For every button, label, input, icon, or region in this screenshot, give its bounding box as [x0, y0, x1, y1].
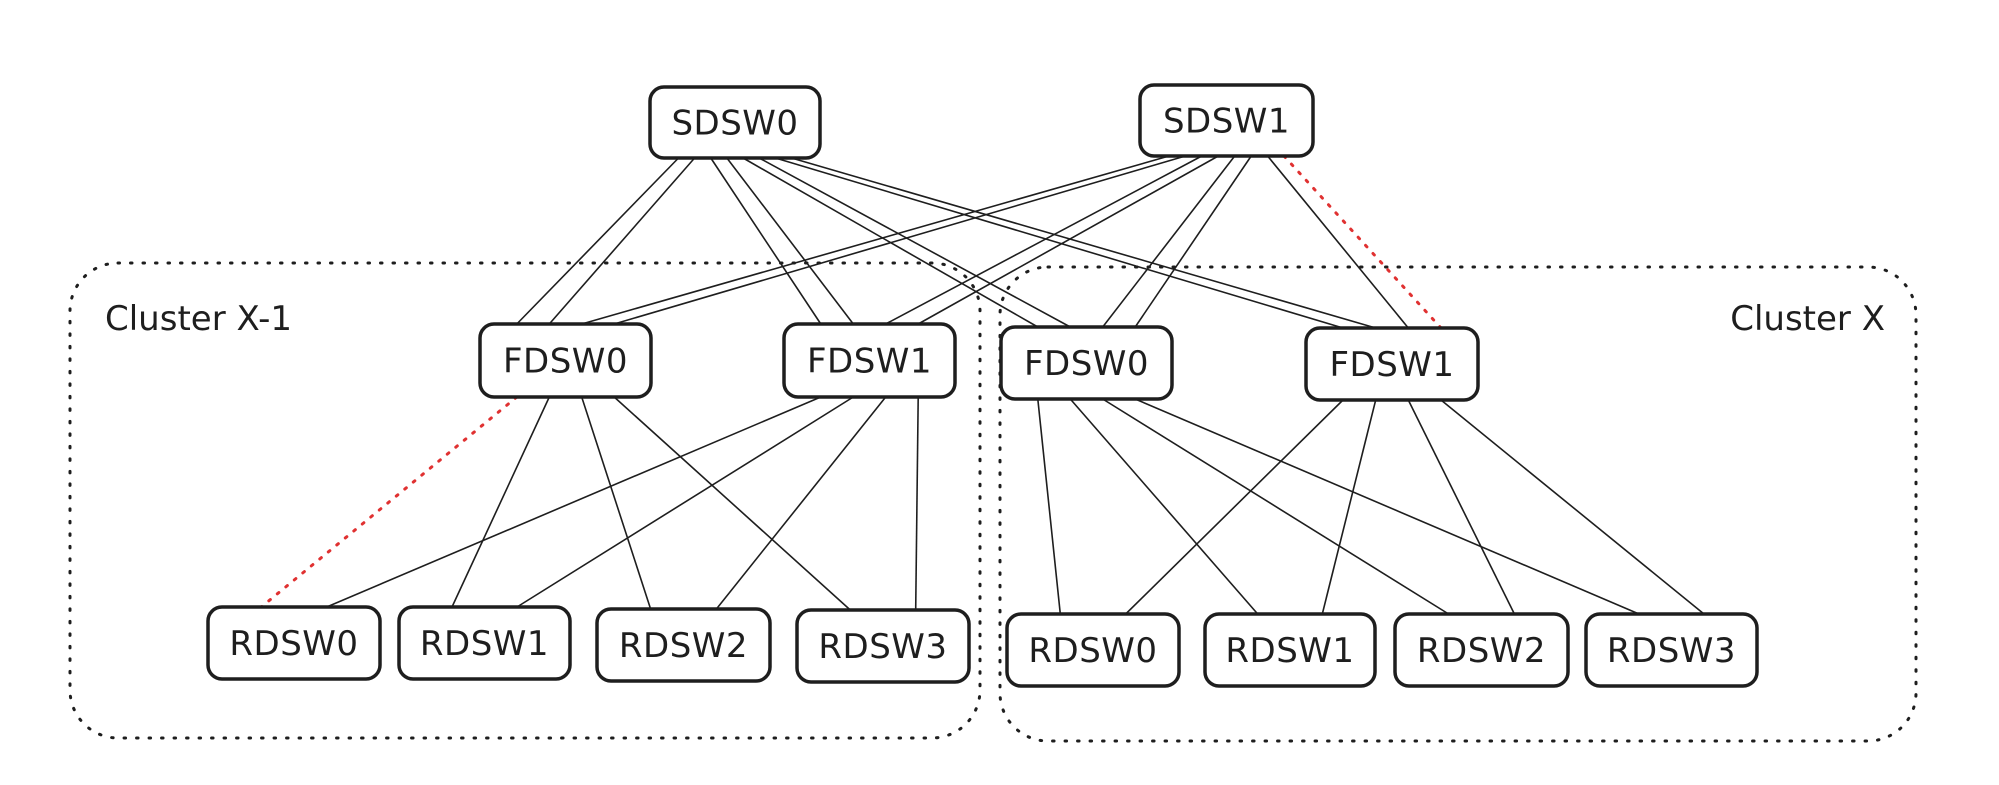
node-box: [1138, 83, 1315, 158]
link: [715, 396, 887, 610]
node-box: [478, 322, 653, 399]
node-box: [1005, 612, 1181, 688]
link: [1134, 155, 1252, 328]
link: [1134, 398, 1640, 615]
cluster-label: Cluster X-1: [105, 299, 292, 339]
link: [917, 155, 1219, 325]
link: [775, 157, 1344, 329]
node-rdsw0[interactable]: RDSW0: [206, 605, 382, 681]
node-box: [1304, 326, 1480, 402]
node-sdsw1[interactable]: SDSW1: [1138, 83, 1315, 158]
link: [613, 155, 1186, 325]
node-box: [782, 322, 957, 399]
node-box: [206, 605, 382, 681]
node-rdsw2[interactable]: RDSW2: [595, 607, 772, 683]
link: [1069, 398, 1259, 615]
node-box: [1393, 612, 1570, 688]
node-label: RDSW0: [1028, 631, 1157, 671]
cluster-x-minus-1: Cluster X-1: [68, 261, 982, 740]
node-rdsw2[interactable]: RDSW2: [1393, 612, 1570, 688]
node-fdsw0[interactable]: FDSW0: [999, 325, 1174, 401]
node-label: RDSW3: [818, 627, 947, 667]
link: [914, 396, 919, 611]
link: [516, 157, 680, 325]
node-label: RDSW3: [1607, 631, 1736, 671]
failed-link: [1282, 154, 1443, 330]
node-box: [1203, 612, 1377, 688]
link: [580, 396, 652, 610]
link: [581, 155, 1170, 325]
node-sdsw0[interactable]: SDSW0: [648, 85, 822, 160]
node-label: FDSW0: [1024, 344, 1149, 384]
node-rdsw3[interactable]: RDSW3: [1584, 612, 1759, 688]
node-label: FDSW1: [807, 342, 932, 382]
link: [516, 396, 854, 608]
node-box: [999, 325, 1174, 401]
link: [1125, 399, 1344, 615]
node-rdsw1[interactable]: RDSW1: [397, 605, 572, 681]
link: [758, 157, 1071, 328]
link: [726, 157, 854, 325]
link: [1321, 399, 1377, 615]
cluster-label: Cluster X: [1730, 299, 1885, 339]
node-box: [795, 608, 971, 684]
node-label: SDSW1: [1163, 102, 1290, 142]
link: [1102, 155, 1236, 328]
node-box: [1584, 612, 1759, 688]
link: [1440, 399, 1705, 615]
node-label: FDSW1: [1329, 345, 1454, 385]
node-box: [397, 605, 572, 681]
node-label: RDSW2: [619, 626, 748, 666]
node-label: SDSW0: [671, 104, 798, 144]
node-fdsw0[interactable]: FDSW0: [478, 322, 653, 399]
node-label: FDSW0: [503, 342, 628, 382]
link: [791, 157, 1376, 329]
node-label: RDSW1: [420, 624, 549, 664]
node-rdsw1[interactable]: RDSW1: [1203, 612, 1377, 688]
link: [1407, 399, 1516, 615]
link: [548, 157, 696, 325]
node-label: RDSW0: [229, 624, 358, 664]
link: [1037, 398, 1062, 615]
link: [451, 396, 551, 608]
cluster-boundary: [68, 261, 982, 740]
node-rdsw3[interactable]: RDSW3: [795, 608, 971, 684]
node-label: RDSW1: [1225, 631, 1354, 671]
links-layer: [259, 154, 1705, 615]
cluster-x: Cluster X: [998, 265, 1918, 743]
link: [613, 396, 851, 611]
node-fdsw1[interactable]: FDSW1: [1304, 326, 1480, 402]
link: [326, 396, 822, 608]
link: [710, 157, 822, 325]
link: [885, 155, 1203, 325]
node-box: [648, 85, 822, 160]
failed-link: [259, 395, 519, 609]
node-fdsw1[interactable]: FDSW1: [782, 322, 957, 399]
node-box: [595, 607, 772, 683]
node-label: RDSW2: [1417, 631, 1546, 671]
node-rdsw0[interactable]: RDSW0: [1005, 612, 1181, 688]
link: [1102, 398, 1450, 615]
link: [1266, 155, 1409, 329]
